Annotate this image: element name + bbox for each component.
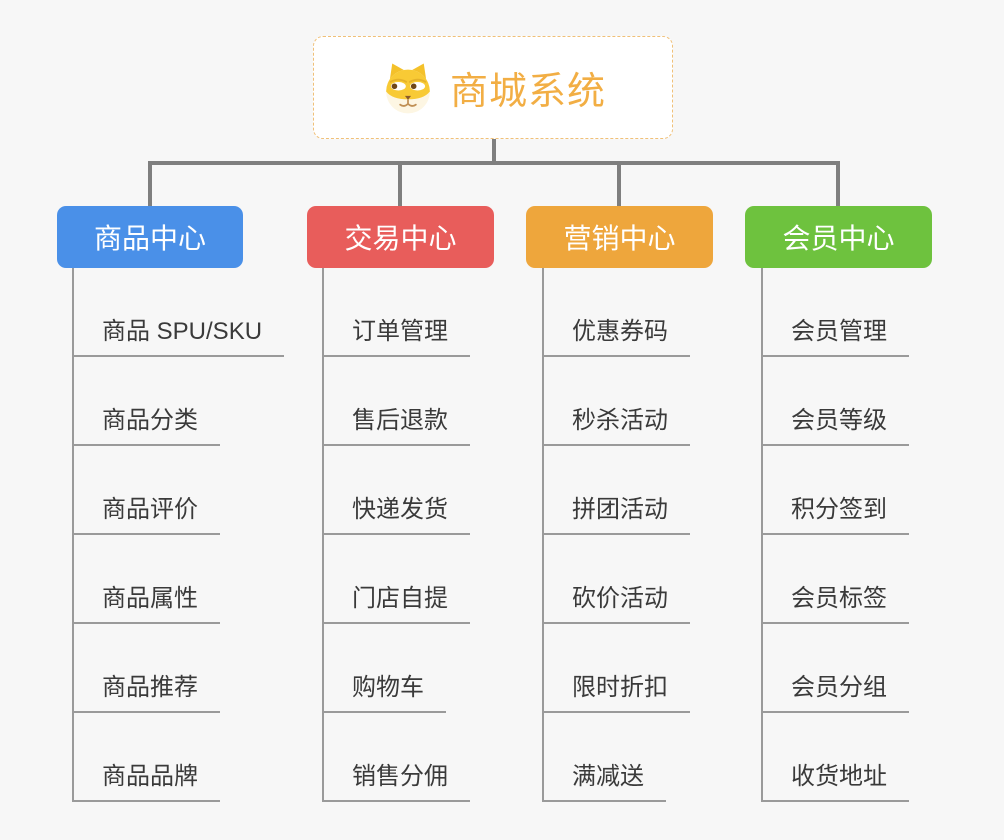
child-node[interactable]: 商品推荐 <box>72 673 220 713</box>
child-node[interactable]: 快递发货 <box>322 495 470 535</box>
child-node[interactable]: 商品 SPU/SKU <box>72 317 285 357</box>
child-node[interactable]: 门店自提 <box>322 584 470 624</box>
child-node[interactable]: 满减送 <box>542 762 666 802</box>
child-node[interactable]: 砍价活动 <box>542 584 690 624</box>
child-node[interactable]: 拼团活动 <box>542 495 690 535</box>
child-node[interactable]: 会员标签 <box>761 584 909 624</box>
child-node[interactable]: 会员管理 <box>761 317 909 357</box>
child-node[interactable]: 会员等级 <box>761 406 909 446</box>
connector-drop-3 <box>617 163 621 206</box>
doge-icon <box>386 63 430 113</box>
child-node[interactable]: 积分签到 <box>761 495 909 535</box>
child-node[interactable]: 限时折扣 <box>542 673 690 713</box>
child-node[interactable]: 购物车 <box>322 673 446 713</box>
child-node[interactable]: 商品属性 <box>72 584 220 624</box>
branch-label: 交易中心 <box>344 223 457 254</box>
child-node[interactable]: 秒杀活动 <box>542 406 690 446</box>
child-node[interactable]: 收货地址 <box>761 762 909 802</box>
branch-node-trade[interactable]: 交易中心 <box>307 206 494 268</box>
branch-label: 会员中心 <box>782 223 895 254</box>
child-node[interactable]: 优惠券码 <box>542 317 690 357</box>
child-node[interactable]: 订单管理 <box>322 317 470 357</box>
connector-drop-2 <box>398 163 402 206</box>
child-node[interactable]: 售后退款 <box>322 406 470 446</box>
connector-root-stem <box>492 139 496 163</box>
branch-label: 商品中心 <box>93 223 206 254</box>
child-node[interactable]: 商品品牌 <box>72 762 220 802</box>
child-node[interactable]: 商品分类 <box>72 406 220 446</box>
child-node[interactable]: 商品评价 <box>72 495 220 535</box>
root-node[interactable]: 商城系统 <box>313 36 673 139</box>
root-node-label: 商城系统 <box>449 71 606 113</box>
connector-drop-4 <box>836 163 840 206</box>
branch-node-products[interactable]: 商品中心 <box>57 206 243 268</box>
child-node[interactable]: 会员分组 <box>761 673 909 713</box>
branch-node-marketing[interactable]: 营销中心 <box>526 206 713 268</box>
child-node[interactable]: 销售分佣 <box>322 762 470 802</box>
connector-drop-1 <box>148 163 152 206</box>
connector-horizontal-bar <box>148 161 840 165</box>
branch-node-members[interactable]: 会员中心 <box>745 206 932 268</box>
branch-label: 营销中心 <box>563 223 676 254</box>
